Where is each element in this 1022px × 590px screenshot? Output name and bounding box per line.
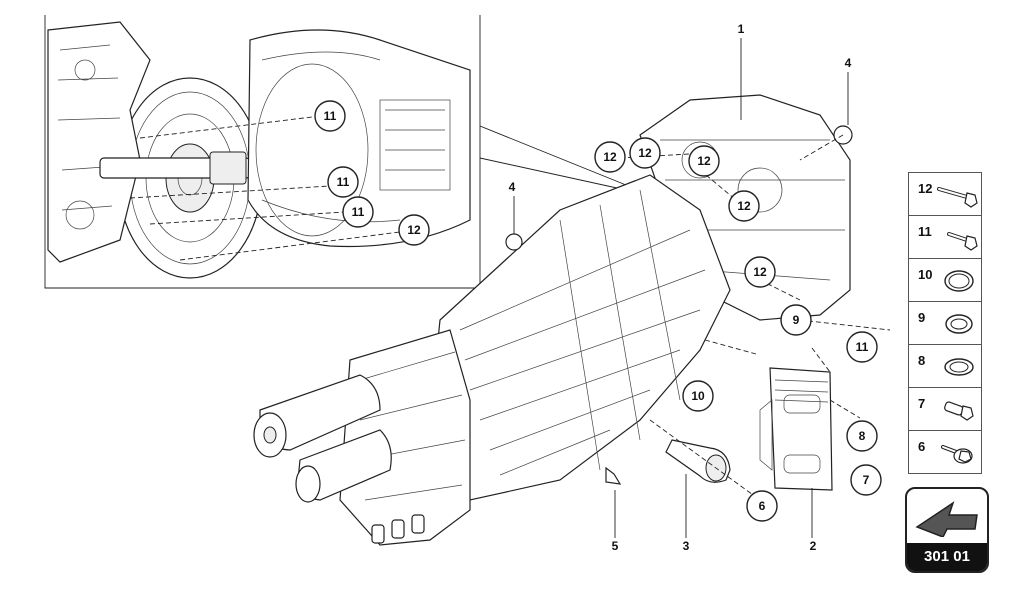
legend-item-10[interactable]: 10 (908, 258, 982, 301)
callout-11[interactable]: 11 (314, 100, 346, 132)
part-number-2[interactable]: 2 (810, 539, 817, 553)
callout-12[interactable]: 12 (728, 190, 760, 222)
callout-circle (850, 464, 882, 496)
callout-circle (398, 214, 430, 246)
callout-label: 8 (859, 429, 866, 443)
callout-circle (780, 304, 812, 336)
legend-item-9[interactable]: 9 (908, 301, 982, 344)
callout-12[interactable]: 12 (744, 256, 776, 288)
callout-circle (314, 100, 346, 132)
legend-number: 8 (918, 353, 926, 368)
callout-circle (682, 380, 714, 412)
inset-dashed-leader (129, 185, 331, 199)
flange-bolt-icon (937, 435, 981, 469)
page-arrow-icon (915, 501, 978, 537)
callout-11[interactable]: 11 (846, 331, 878, 363)
callout-circle (629, 137, 661, 169)
legend-number: 9 (918, 310, 926, 325)
seal-ring-icon (937, 263, 981, 297)
callout-label: 12 (407, 223, 421, 237)
callout-12[interactable]: 12 (398, 214, 430, 246)
callout-label: 12 (737, 199, 751, 213)
callout-layer: 11 11 11 12 12 12 12 12 12 9 11 10 8 7 6 (314, 100, 882, 522)
part-number-3[interactable]: 3 (683, 539, 690, 553)
callout-8[interactable]: 8 (846, 420, 878, 452)
part-5-drawing (605, 466, 622, 485)
legend-number: 7 (918, 396, 926, 411)
callout-label: 12 (638, 146, 652, 160)
callout-circle (594, 141, 626, 173)
main-dashed-leaders (619, 134, 891, 501)
page-reference-badge[interactable]: 301 01 (905, 487, 989, 573)
callout-circle (846, 420, 878, 452)
callout-circle (744, 256, 776, 288)
callout-label: 11 (856, 340, 869, 354)
legend-item-11[interactable]: 11 (908, 215, 982, 258)
callout-label: 11 (324, 109, 337, 123)
callout-12[interactable]: 12 (629, 137, 661, 169)
part-2-oil-cooler-drawing (759, 367, 833, 491)
clutch-assembly-drawing (47, 21, 471, 279)
callout-circle (342, 196, 374, 228)
part-number-1[interactable]: 1 (738, 22, 745, 36)
plain-number-leaders (513, 38, 849, 538)
callout-label: 12 (603, 150, 617, 164)
callout-label: 11 (352, 205, 365, 219)
inset-pointer-line (479, 125, 627, 186)
callout-10[interactable]: 10 (682, 380, 714, 412)
legend-number: 6 (918, 439, 926, 454)
callout-circle (846, 331, 878, 363)
callout-11[interactable]: 11 (327, 166, 359, 198)
inset-dashed-leader (179, 231, 401, 261)
inset-detail (44, 15, 627, 289)
parts-legend: 12 11 10 9 8 7 6 (908, 172, 982, 474)
callout-12[interactable]: 12 (594, 141, 626, 173)
inset-dashed-leader (139, 116, 313, 139)
callout-7[interactable]: 7 (850, 464, 882, 496)
legend-item-12[interactable]: 12 (908, 172, 982, 215)
inset-dashed-leader (149, 211, 346, 225)
long-bolt-icon (937, 177, 981, 211)
callout-circle (327, 166, 359, 198)
legend-number: 12 (918, 181, 933, 196)
plug-screw-icon (937, 392, 981, 426)
callout-label: 12 (753, 265, 767, 279)
callout-label: 9 (793, 313, 800, 327)
callout-circle (688, 145, 720, 177)
inset-pointer-line (479, 157, 627, 191)
callout-label: 11 (337, 175, 350, 189)
inset-frame (44, 15, 481, 289)
callout-6[interactable]: 6 (746, 490, 778, 522)
gasket-icon (937, 349, 981, 383)
callout-12[interactable]: 12 (688, 145, 720, 177)
callout-circle (746, 490, 778, 522)
o-ring-icon (937, 306, 981, 340)
page-code: 301 01 (907, 543, 987, 571)
short-bolt-icon (937, 220, 981, 254)
part-number-4[interactable]: 4 (845, 56, 852, 70)
legend-number: 11 (918, 224, 932, 239)
callout-9[interactable]: 9 (780, 304, 812, 336)
legend-item-6[interactable]: 6 (908, 430, 982, 474)
callout-11[interactable]: 11 (342, 196, 374, 228)
callout-label: 10 (691, 389, 705, 403)
legend-item-7[interactable]: 7 (908, 387, 982, 430)
legend-item-8[interactable]: 8 (908, 344, 982, 387)
part-3-drawing (665, 439, 731, 483)
callout-circle (728, 190, 760, 222)
part-number-5[interactable]: 5 (612, 539, 619, 553)
callout-label: 12 (697, 154, 711, 168)
legend-number: 10 (918, 267, 933, 282)
callout-label: 7 (863, 473, 870, 487)
part-number-4[interactable]: 4 (509, 180, 516, 194)
callout-label: 6 (759, 499, 766, 513)
plain-label-layer: 1 4 4 5 3 2 (509, 22, 852, 553)
